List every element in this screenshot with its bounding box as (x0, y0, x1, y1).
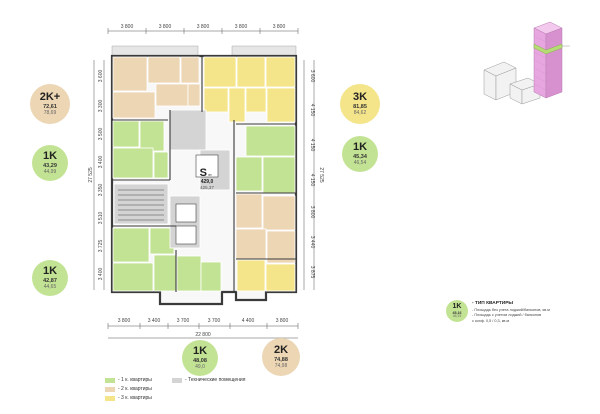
badge-3k: 3K 81,85 84,62 (340, 84, 380, 124)
dim-right-7: 3 875 (309, 266, 315, 279)
dim-left-2: 3 300 (98, 100, 104, 113)
apartment-2k-plus (112, 56, 201, 119)
core-label: S эт. 429,0 425,37 (200, 167, 215, 190)
dim-right-5: 3 800 (309, 206, 315, 219)
apartment-right-bottom (236, 259, 296, 292)
building-massing-3d (483, 21, 570, 105)
dim-bottom-1: 3 800 (118, 318, 131, 324)
apartment-1k-bottom (176, 255, 222, 292)
badge-1k-left-middle: 1K 43,29 44,99 (32, 145, 68, 181)
dim-left-5: 3 350 (98, 184, 104, 197)
dim-right-2: 4 150 (309, 104, 315, 117)
dim-top-2: 3 800 (159, 24, 172, 30)
apartment-3k (203, 56, 296, 123)
dim-right-6: 3 440 (309, 236, 315, 249)
dim-left-total: 27 525 (88, 167, 94, 183)
apartment-2k-right (235, 193, 296, 264)
dim-top-5: 3 800 (273, 24, 286, 30)
dim-top-4: 3 800 (235, 24, 248, 30)
dim-bottom-3: 3 700 (177, 318, 190, 324)
legend-type-title: - ТИП КВАРТИРЫ (472, 301, 514, 306)
apartment-1k-left-lower (112, 227, 177, 292)
legend-swatch-3k (105, 396, 115, 401)
legend-type-line-2: - Площадь с учетом лоджий / балконов (472, 313, 542, 317)
dim-left-3: 3 500 (98, 128, 104, 141)
dim-top-1: 3 800 (121, 24, 134, 30)
legend-label-3k: - 3 к. квартиры (118, 395, 152, 401)
legend-label-2k: - 2 к. квартиры (118, 386, 152, 392)
dim-left-7: 3 725 (98, 240, 104, 253)
legend-label-technical: - Технические помещения (185, 377, 246, 383)
dim-left-6: 3 510 (98, 212, 104, 225)
dim-right-1: 3 600 (309, 70, 315, 83)
dim-bottom-4: 3 700 (208, 318, 221, 324)
legend-label-1k: - 1 к. квартиры (118, 377, 152, 383)
dim-bottom-total: 22 800 (195, 332, 211, 338)
dim-right-3: 4 150 (309, 139, 315, 152)
legend-type-line-3: с коэф. 0,5 / 0,3, кв.м (472, 318, 510, 323)
badge-2k-bottom: 2K 74,88 74,98 (262, 338, 300, 376)
svg-text:429,0: 429,0 (201, 179, 214, 185)
dim-left-4: 3 400 (98, 156, 104, 169)
dimension-lines (93, 30, 315, 339)
legend-apartment-type: - ТИП КВАРТИРЫ - Площадь без учета лоджи… (472, 301, 550, 323)
svg-text:S: S (200, 167, 207, 179)
legend-swatch-2k (105, 387, 115, 392)
legend-swatch-technical (172, 378, 182, 383)
legend-type-line-1: - Площадь без учета лоджий/балконов, кв.… (472, 307, 550, 312)
dim-left-1: 3 600 (98, 70, 104, 83)
dim-bottom-2: 3 400 (148, 318, 161, 324)
dim-bottom-5: 4 400 (242, 318, 255, 324)
dim-right-4: 4 150 (309, 174, 315, 187)
badge-1k-right-middle: 1K 45,34 46,54 (342, 136, 378, 172)
badge-1k-left-lower: 1K 42,87 44,65 (32, 260, 68, 296)
svg-text:425,37: 425,37 (200, 185, 214, 190)
dim-top-3: 3 800 (197, 24, 210, 30)
legend-example-badge: 1K 45,16 46,19 (446, 300, 468, 322)
svg-text:эт.: эт. (208, 172, 212, 177)
legend-swatch-1k (105, 378, 115, 383)
staircase (118, 189, 164, 221)
apartment-1k-left-middle (112, 120, 169, 179)
dim-right-total: 27 525 (318, 167, 324, 183)
internal-walls (112, 56, 296, 292)
elevator-shafts (175, 154, 219, 245)
dim-bottom-6: 3 800 (276, 318, 289, 324)
apartment-1k-right-middle (235, 125, 296, 194)
badge-2k-plus: 2K+ 72,61 78,69 (30, 84, 70, 124)
dim-left-8: 3 400 (98, 268, 104, 281)
badge-1k-bottom: 1K 48,08 49,0 (182, 340, 218, 376)
